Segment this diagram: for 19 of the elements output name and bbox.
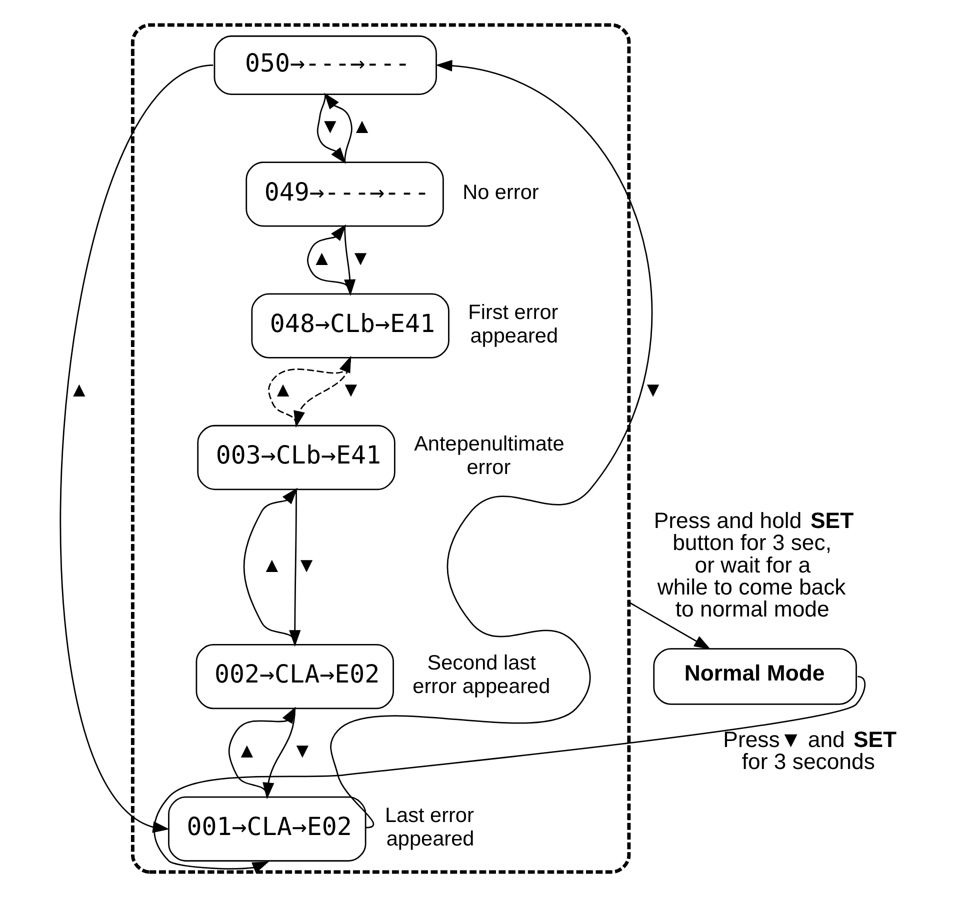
edge-label: Press and hold SET button for 3 sec, or wait for a while to come back to normal mode <box>653 508 854 622</box>
edge-label: ▲ <box>351 115 372 138</box>
node-label: First error appeared <box>468 300 558 348</box>
edge-label: ▼ <box>340 378 361 402</box>
edge-label: ▼ <box>350 246 370 270</box>
edge-label: Press▼ and SET for 3 seconds <box>722 726 896 774</box>
edge-label: ▼ <box>319 115 340 138</box>
edge-label: ▼ <box>296 554 316 577</box>
node-label: No error <box>462 181 538 204</box>
edge-label: ▲ <box>311 246 332 270</box>
edge-label: ▲ <box>272 378 293 402</box>
edge-label: ▲ <box>261 554 282 577</box>
edge-label: ▼ <box>292 740 312 763</box>
edge-label: ▲ <box>68 378 90 402</box>
node-label: Second last error appeared <box>412 652 550 698</box>
edge-label: ▲ <box>236 740 257 763</box>
edge-label: ▼ <box>642 378 663 402</box>
node-label: Antepenultimate error <box>414 432 564 480</box>
node-label: Last error appeared <box>384 804 474 851</box>
